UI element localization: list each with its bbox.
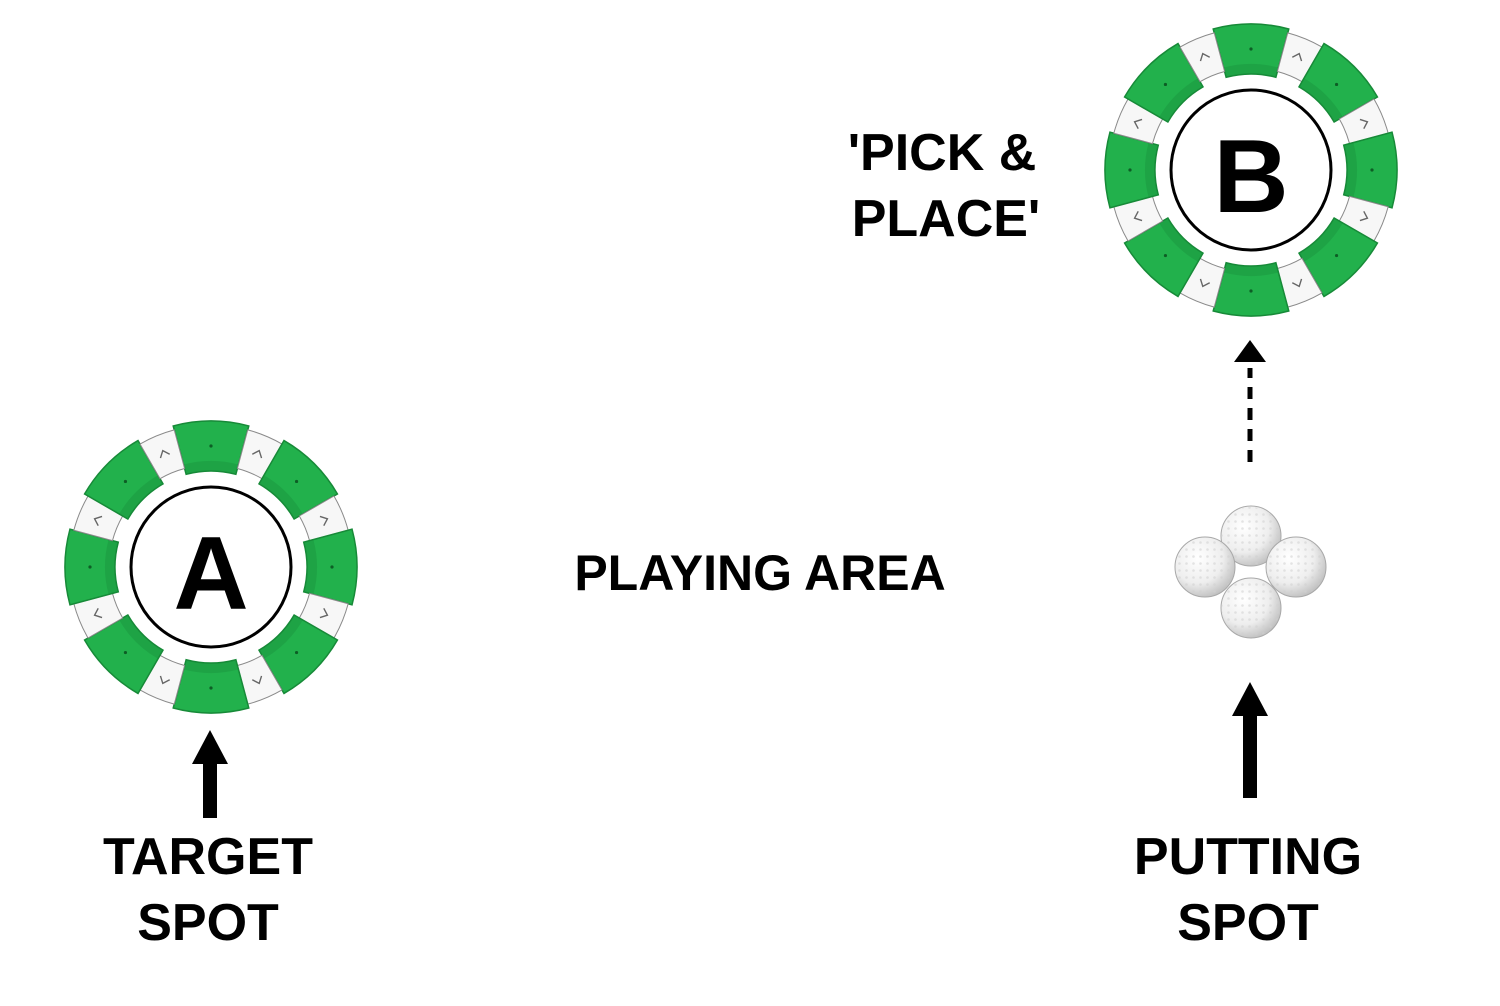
arrow-up-icon <box>192 730 228 818</box>
golf-ball-icon <box>1220 505 1282 567</box>
putting-spot-label-line2: SPOT <box>1177 894 1319 952</box>
golf-balls-cluster <box>1174 505 1327 639</box>
golf-ball-icon <box>1220 577 1282 639</box>
target-ring-a <box>63 419 359 715</box>
target-letter-a: A <box>173 516 248 632</box>
target-spot-label-line1: TARGET <box>103 828 313 886</box>
golf-ball-icon <box>1174 536 1236 598</box>
pick-place-label-line1: 'PICK & <box>848 124 1037 182</box>
playing-area-label: PLAYING AREA <box>574 545 945 601</box>
pick-place-label-line2: PLACE' <box>852 190 1041 248</box>
target-ring-b <box>1103 22 1399 318</box>
target-center-circle <box>129 485 293 649</box>
golf-ball-icon <box>1265 536 1327 598</box>
arrow-up-icon <box>1232 682 1268 798</box>
dashed-arrow-up-icon <box>1234 340 1266 462</box>
target-letter-b: B <box>1213 119 1288 235</box>
target-center-circle <box>1169 88 1333 252</box>
target-spot-label-line2: SPOT <box>137 894 279 952</box>
putting-spot-label-line1: PUTTING <box>1134 828 1362 886</box>
